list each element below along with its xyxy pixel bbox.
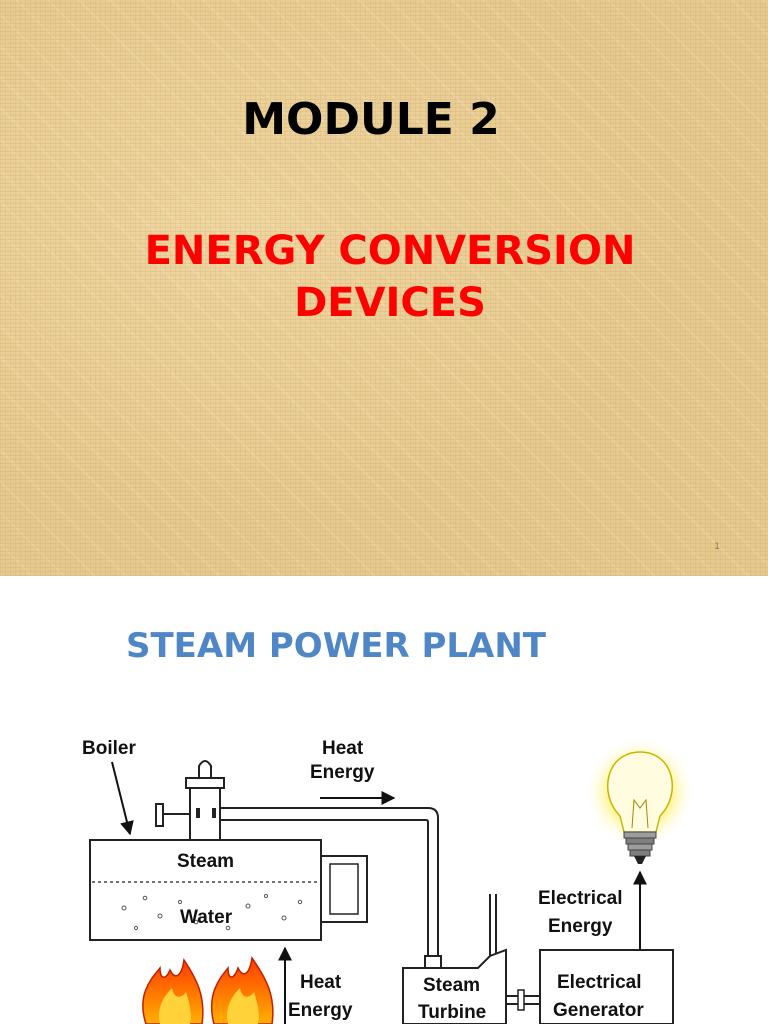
generator-label-1: Electrical bbox=[557, 972, 642, 993]
module-subtitle: ENERGY CONVERSION DEVICES bbox=[0, 225, 768, 329]
electrical-energy-label-1: Electrical bbox=[538, 888, 623, 909]
heat-energy-top-label-1: Heat bbox=[322, 738, 364, 759]
page-number: 1 bbox=[714, 542, 720, 552]
furnace-door bbox=[320, 855, 368, 923]
boiler-label: Boiler bbox=[82, 738, 136, 759]
electrical-energy-label-2: Energy bbox=[548, 916, 613, 937]
water-label: Water bbox=[180, 907, 233, 928]
subtitle-line-2: DEVICES bbox=[294, 280, 486, 326]
steam-pipe bbox=[220, 807, 439, 958]
turbine-label-2: Turbine bbox=[418, 1002, 486, 1023]
electrical-generator-box bbox=[539, 949, 674, 1024]
valve-wheel bbox=[155, 803, 164, 827]
heat-energy-bottom-label-1: Heat bbox=[300, 972, 342, 993]
subtitle-line-1: ENERGY CONVERSION bbox=[144, 228, 636, 274]
boiler-pointer-arrow bbox=[111, 761, 134, 836]
heat-energy-top-label-2: Energy bbox=[310, 762, 375, 783]
water-bubbles bbox=[121, 893, 303, 931]
light-bulb-icon bbox=[584, 736, 696, 864]
steam-power-plant-diagram: Boiler Steam Water Heat Energy bbox=[82, 736, 696, 1024]
shaft-coupling bbox=[517, 989, 525, 1011]
safety-valve bbox=[198, 760, 212, 779]
boiler-tank bbox=[89, 839, 322, 941]
slide-2: STEAM POWER PLANT Boiler bbox=[0, 576, 768, 1024]
steam-turbine-box bbox=[402, 948, 507, 1024]
turbine-label-1: Steam bbox=[423, 975, 480, 996]
slide-title: STEAM POWER PLANT bbox=[126, 626, 547, 666]
generator-label-2: Generator bbox=[553, 1000, 644, 1021]
slide-1: MODULE 2 ENERGY CONVERSION DEVICES 1 bbox=[0, 0, 768, 576]
steam-label: Steam bbox=[177, 851, 234, 872]
module-title: MODULE 2 bbox=[242, 94, 500, 145]
furnace-flames bbox=[142, 956, 274, 1024]
heat-energy-bottom-label-2: Energy bbox=[288, 1000, 353, 1021]
